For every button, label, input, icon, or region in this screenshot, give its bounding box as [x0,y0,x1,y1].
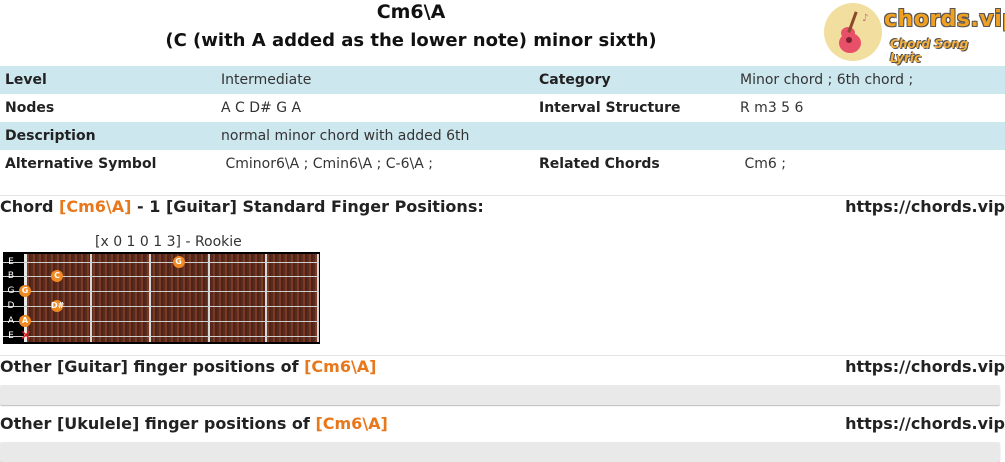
category-value: Minor chord ; 6th chord ; [735,66,1005,94]
info-row-level: Level Intermediate Category Minor chord … [0,66,1005,94]
ukulele-positions-list [0,442,1000,462]
fret-line [265,254,267,342]
related-chords-value[interactable]: Cm6 ; [740,156,786,172]
nodes-value: A C D# G A [221,100,302,116]
finger-dot: A [19,315,31,327]
string-name: D [7,301,15,311]
heading-prefix: Chord [0,197,60,216]
fret-line [90,254,92,342]
svg-text:♪: ♪ [862,13,868,24]
alt-symbol-value[interactable]: Cminor6\A ; Cmin6\A ; C-6\A ; [221,156,433,172]
fret-line [208,254,210,342]
chord-link[interactable]: [Cm6\A] [59,197,132,216]
logo-text: chords.vip [884,7,1005,32]
info-row-description: Description normal minor chord with adde… [0,122,1005,150]
site-url[interactable]: https://chords.vip [845,197,1005,216]
guitar-positions-list [0,385,1000,405]
string-line [3,262,319,263]
guitar-icon: ♪ [824,3,882,61]
interval-value: R m3 5 6 [740,100,804,116]
description-value: normal minor chord with added 6th [216,122,534,150]
string-name: E [8,257,14,267]
site-logo[interactable]: ♪ chords.vip Chord Song Lyric [824,3,1005,65]
site-url[interactable]: https://chords.vip [845,414,1005,433]
string-name: A [7,316,15,326]
fretboard-wood [25,254,319,342]
string-line [3,291,319,292]
nut [24,254,27,342]
level-value: Intermediate [216,66,534,94]
logo-tagline: Chord Song Lyric [890,37,969,65]
info-row-nodes: Nodes A C D# G A Interval Structure R m3… [0,94,1005,122]
finger-dot: D# [51,300,65,312]
interval-label: Interval Structure [539,100,681,116]
string-line [3,276,319,277]
alt-symbol-label: Alternative Symbol [5,156,157,172]
category-label: Category [534,66,735,94]
chord-link[interactable]: [Cm6\A] [315,414,388,433]
chord-link[interactable]: [Cm6\A] [304,357,377,376]
description-label: Description [0,122,216,150]
fret-line [149,254,151,342]
finger-dot: G [19,285,31,297]
diagram-caption: [x 0 1 0 1 3] - Rookie [95,234,242,250]
level-label: Level [0,66,216,94]
finger-dot: G [172,256,185,268]
string-line [3,306,319,307]
page-subtitle: (C (with A added as the lower note) mino… [165,30,657,51]
divider [0,355,1005,356]
site-url[interactable]: https://chords.vip [845,357,1005,376]
chord-info-table: Level Intermediate Category Minor chord … [0,66,1005,178]
finger-dot: C [51,270,63,282]
other-ukulele-heading: Other [Ukulele] finger positions of [Cm6… [0,413,1005,435]
page-title: Cm6\A [376,1,446,23]
string-name: E [8,331,14,341]
heading-prefix: Other [Guitar] finger positions of [0,357,305,376]
info-row-alternative: Alternative Symbol Cminor6\A ; Cmin6\A ;… [0,150,1005,178]
fret-line [317,254,319,342]
string-line [3,321,319,322]
string-name: B [7,271,15,281]
heading-prefix: Other [Ukulele] finger positions of [0,414,316,433]
nodes-label: Nodes [5,100,55,116]
other-guitar-heading: Other [Guitar] finger positions of [Cm6\… [0,356,1005,378]
string-name: G [7,286,15,296]
muted-string-icon: ✕ [20,328,32,344]
chord-title-block: Cm6\A (C (with A added as the lower note… [0,0,822,53]
divider [0,195,1005,196]
guitar-positions-heading: Chord [Cm6\A] - 1 [Guitar] Standard Fing… [0,196,1005,218]
related-chords-label: Related Chords [539,156,660,172]
heading-suffix: - 1 [Guitar] Standard Finger Positions: [131,197,484,216]
string-line [3,336,319,337]
